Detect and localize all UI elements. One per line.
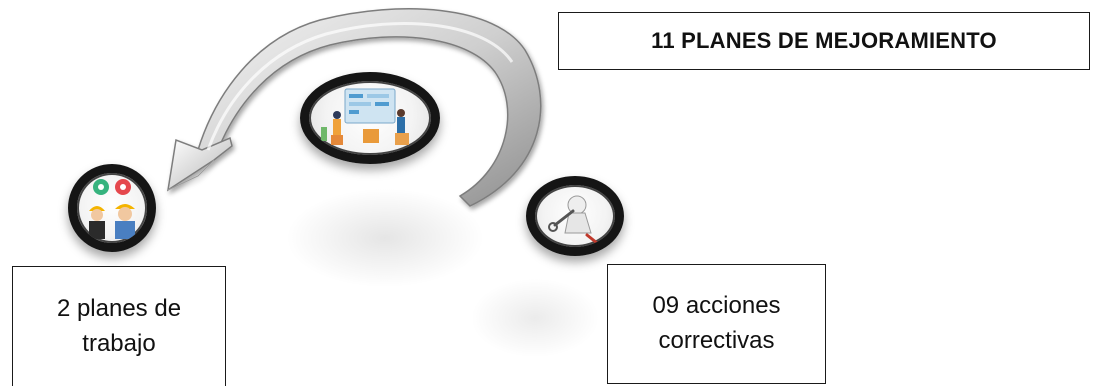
team-engineers-icon (68, 164, 156, 252)
repair-tool-illustration (548, 195, 599, 245)
repair-tool-icon (526, 176, 624, 256)
planning-board-illustration (321, 88, 409, 145)
right-label-box: 09 acciones correctivas (607, 264, 826, 384)
arrow-shadow (285, 188, 485, 288)
right-label-line-1: 09 acciones (652, 292, 781, 320)
diagram-title: 11 PLANES DE MEJORAMIENTO (651, 28, 997, 53)
title-box: 11 PLANES DE MEJORAMIENTO (558, 12, 1090, 70)
left-label-line-2: trabajo (82, 329, 156, 357)
planning-board-icon (300, 72, 440, 164)
right-label-line-2: correctivas (658, 327, 775, 354)
left-label-box: 2 planes de trabajo (12, 266, 226, 386)
arrow-shadow-small (470, 278, 600, 358)
left-label-line-1: 2 planes de (56, 294, 182, 322)
team-engineers-illustration (89, 179, 135, 239)
